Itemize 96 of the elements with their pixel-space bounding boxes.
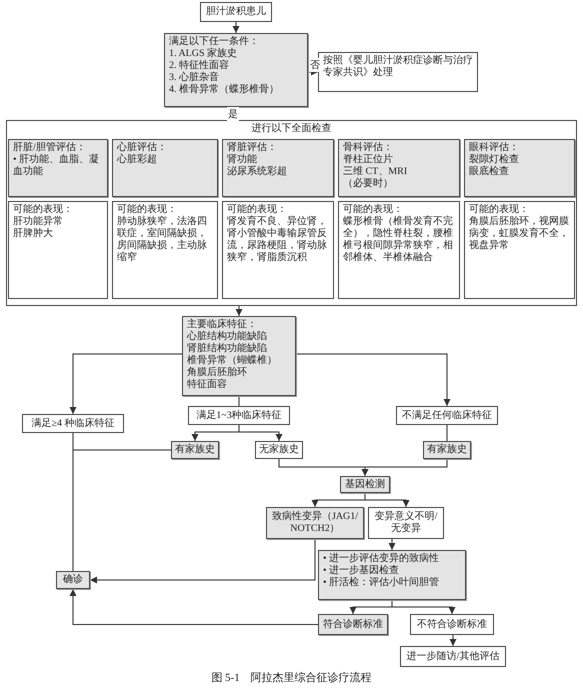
box-text: 不满足任何临床特征 <box>402 410 492 422</box>
arrow <box>388 538 396 550</box>
process-box <box>464 201 575 299</box>
box-heading: 肾脏评估： <box>227 142 278 154</box>
box-text: 肾脏结构功能缺陷 <box>187 343 268 354</box>
box-heading: 心脏评估： <box>117 142 168 154</box>
box-text: 4. 椎骨异常（蝶形椎骨） <box>169 84 280 96</box>
box-text: 进一步随访/其他评估 <box>406 650 500 662</box>
box-heading: • 进一步评估变异的致病性 <box>323 553 440 564</box>
process-box <box>368 507 444 539</box>
box-text: 椎骨异常（蝴蝶椎） <box>187 355 278 366</box>
edge-label: 否 <box>309 58 321 72</box>
process-box-shaded <box>164 33 308 107</box>
box-heading: 骨科评估： <box>343 142 394 154</box>
process-box <box>188 406 290 425</box>
process-box-shaded <box>318 614 388 635</box>
process-box <box>396 406 498 425</box>
box-text: 角膜后胚胎环 <box>187 367 248 378</box>
box-heading: 肝脏/胆管评估： <box>13 142 87 154</box>
box-heading: 主要临床特征： <box>187 319 258 330</box>
box-text: 按照《婴儿胆汁淤积症诊断与治疗专家共识》处理 <box>323 55 473 79</box>
process-box <box>400 646 506 667</box>
process-box-shaded <box>340 476 390 493</box>
box-text: 肝脾肿大 <box>13 228 54 240</box>
process-box <box>222 201 334 299</box>
arrow <box>70 588 318 625</box>
box-text: 特征面容 <box>187 379 228 391</box>
box-text: • 进一步基因检查 <box>323 565 400 576</box>
box-heading: 可能的表现： <box>469 204 530 216</box>
box-text: 基因检测 <box>345 478 385 490</box>
box-text: 变异意义不明/无变异 <box>374 511 438 535</box>
box-text: 1. ALGS 家族史 <box>169 48 238 60</box>
box-heading: 可能的表现： <box>117 204 178 216</box>
box-text: 眼底检查 <box>469 166 510 178</box>
process-box <box>255 441 303 459</box>
process-box-shaded <box>222 139 334 197</box>
arrow <box>450 634 456 646</box>
box-text: 符合诊断标准 <box>323 618 383 630</box>
process-box <box>200 2 272 22</box>
box-text: • 肝活检：评估小叶间胆管 <box>323 577 440 589</box>
box-text: • 肝功能、血脂、凝血功能 <box>13 154 100 178</box>
box-heading: 满足以下任一条件： <box>169 36 260 48</box>
box-text: 裂隙灯检查 <box>469 154 520 166</box>
box-text: 有家族史 <box>175 444 215 456</box>
box-text: 不符合诊断标准 <box>417 618 487 630</box>
box-text: 三维 CT、MRI <box>343 166 408 178</box>
box-text: 肺动脉狭窄，法洛四联症，室间隔缺损，房间隔缺损，主动脉缩窄 <box>117 216 208 264</box>
process-box <box>410 614 494 635</box>
arrow <box>236 306 242 316</box>
process-box-shaded <box>8 139 108 197</box>
arrow <box>70 354 182 414</box>
box-text: 有家族史 <box>427 444 467 456</box>
box-text: 确诊 <box>63 574 83 586</box>
box-heading: 可能的表现： <box>13 204 74 216</box>
process-box-shaded <box>171 441 219 459</box>
process-box <box>8 201 108 299</box>
process-box-shaded <box>464 139 575 197</box>
box-text: （必要时） <box>343 178 394 190</box>
box-text: 胆汁淤积患儿 <box>206 6 266 18</box>
box-text: 满足1~3种临床特征 <box>196 410 282 422</box>
box-text: 致病性变异（JAG1/NOTCH2） <box>270 511 360 535</box>
box-text: 3. 心脏杂音 <box>169 72 220 84</box>
arrow <box>296 354 450 406</box>
box-text: 无家族史 <box>259 444 299 456</box>
arrow <box>232 22 240 34</box>
process-box-shaded <box>112 139 218 197</box>
box-text: 肾功能 <box>227 154 258 166</box>
box-text: 2. 特征性面容 <box>169 60 230 72</box>
box-text: 进行以下全面检查 <box>252 123 332 135</box>
exam-panel <box>6 120 577 306</box>
result-box <box>56 571 90 589</box>
process-box <box>338 201 460 299</box>
process-box-shaded <box>318 550 466 600</box>
figure-caption: 图 5-1 阿拉杰里综合征诊疗流程 <box>210 670 373 685</box>
arrow <box>362 458 448 476</box>
box-heading: 可能的表现： <box>343 204 404 216</box>
box-text: 角膜后胚胎环，视网膜病变，虹膜发育不全，视盘异常 <box>469 216 570 252</box>
process-box <box>318 52 478 92</box>
process-box <box>22 414 124 433</box>
box-text: 心脏结构功能缺陷 <box>187 331 268 342</box>
process-box-shaded <box>423 441 471 459</box>
arrow <box>90 538 316 584</box>
process-box-shaded <box>182 316 296 396</box>
process-box-shaded <box>338 139 460 197</box>
box-heading: 可能的表现： <box>227 204 288 216</box>
box-text: 脊柱正位片 <box>343 154 394 166</box>
process-box-shaded <box>266 507 364 539</box>
box-text: 肝功能异常 <box>13 216 64 228</box>
edge-label: 是 <box>227 107 239 121</box>
box-text: 泌尿系统彩超 <box>227 166 288 178</box>
box-text: 心脏彩超 <box>117 154 158 166</box>
box-text: 满足≥4 种临床特征 <box>32 418 114 430</box>
box-text: 蝶形椎骨（椎骨发育不完全），隐性脊柱裂，腰椎椎弓根间隙异常狭窄，相邻椎体、半椎体融合 <box>343 216 454 264</box>
box-heading: 眼科评估： <box>469 142 520 154</box>
box-text: 肾发育不良、异位肾，肾小管酸中毒输尿管反流，尿路梗阻，肾动脉狭窄，肾脂质沉积 <box>227 216 328 264</box>
process-box <box>112 201 218 299</box>
